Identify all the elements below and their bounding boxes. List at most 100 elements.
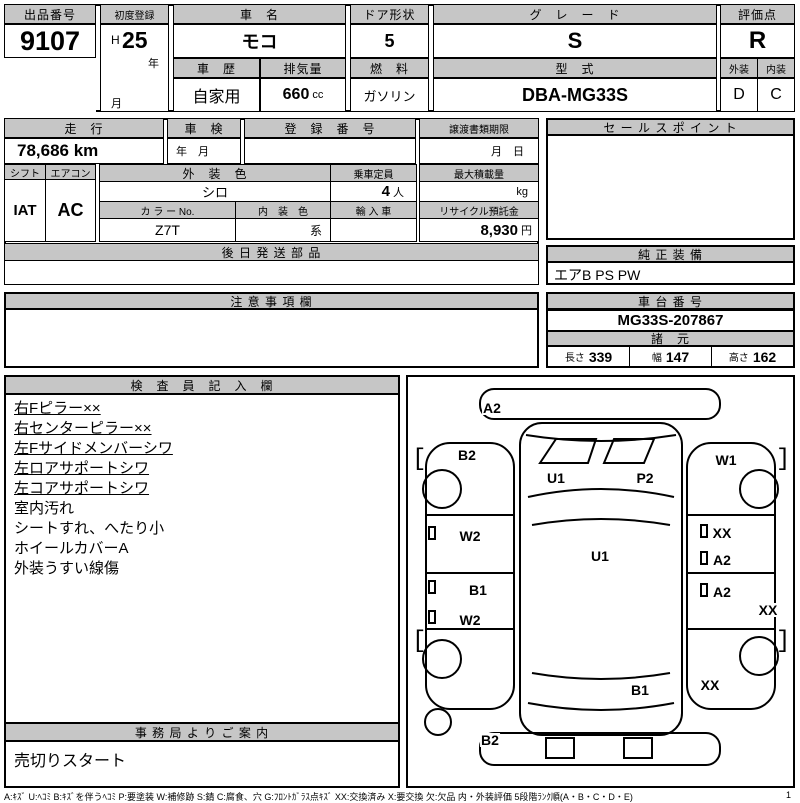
first-registration-label: 初度登録 [100, 4, 169, 24]
color-no-value: Z7T [99, 218, 236, 242]
rear-left-wheel [422, 639, 462, 679]
inspector-note: 室内汚れ [14, 500, 75, 517]
interior-score-value: C [757, 78, 795, 112]
first-reg-year-unit: 年 [148, 58, 159, 70]
damage-marker: P2 [635, 470, 655, 486]
grade-value: S [433, 24, 717, 58]
aircon-value: AC [45, 179, 96, 242]
chassis-no-label: 車 台 番 号 [546, 292, 795, 310]
damage-marker: B2 [457, 447, 477, 463]
model-value: DBA-MG33S [433, 78, 717, 112]
damage-marker: W2 [458, 528, 482, 544]
damage-marker: XX [699, 677, 721, 693]
damage-marker: A2 [712, 552, 732, 568]
inspector-note: 左ロアサポートシワ [14, 460, 150, 477]
windshield-right-pane [602, 438, 656, 464]
registration-label: 登 録 番 号 [244, 118, 416, 138]
inspector-note: シートすれ、へたり小 [14, 520, 165, 537]
spare-wheel [424, 708, 452, 736]
model-label: 型 式 [433, 58, 717, 78]
max-load-label: 最大積載量 [419, 164, 539, 182]
damage-marker: XX [757, 602, 779, 618]
later-parts-value [4, 260, 539, 285]
left-side-shape [425, 442, 515, 710]
equipment-box: 純 正 装 備 エアB PS PW [546, 245, 795, 285]
first-reg-era: H [111, 33, 120, 47]
first-reg-month-unit: 月 [111, 98, 122, 110]
caution-box: 注 意 事 項 欄 [4, 292, 539, 368]
auction-no-label: 出品番号 [4, 4, 96, 24]
mirror-bracket-top-right: ] [776, 446, 790, 473]
equipment-value: エアB PS PW [554, 267, 641, 283]
interior-color-label: 内 装 色 [235, 201, 331, 219]
spec-length: 長さ 339 [564, 348, 613, 365]
import-car-label: 輸 入 車 [330, 201, 417, 219]
inspector-note: 左コアサポートシワ [14, 480, 150, 497]
registration-value [244, 138, 416, 164]
office-label: 事 務 局 よ り ご 案 内 [4, 722, 400, 742]
damage-marker: B2 [480, 732, 500, 748]
mirror-bracket-bottom-left: [ [412, 628, 426, 655]
chassis-no-value: MG33S-207867 [546, 310, 795, 332]
front-bumper-shape [479, 388, 721, 420]
inspector-note: 右センターピラー×× [14, 420, 152, 437]
chassis-specs-box: 車 台 番 号 MG33S-207867 諸 元 長さ 339 幅 147 高さ… [546, 292, 795, 368]
score-value: R [720, 24, 795, 58]
displacement-label: 排気量 [260, 58, 346, 78]
rear-bumper-shape [479, 732, 721, 766]
inspection-value: 年 月 [167, 138, 241, 164]
inspection-label: 車 検 [167, 118, 241, 138]
interior-score-label: 内装 [757, 58, 795, 78]
spec-height: 高さ 162 [711, 347, 793, 366]
footer-page-number: 1 [785, 790, 791, 800]
exterior-score-label: 外装 [720, 58, 758, 78]
transfer-deadline-value: 月 日 [419, 138, 539, 164]
caution-label: 注 意 事 項 欄 [4, 292, 539, 310]
spec-width: 幅 147 [629, 347, 711, 366]
sales-point-label: セ ー ル ス ポ イ ン ト [546, 118, 795, 136]
car-name-label: 車 名 [173, 4, 346, 24]
door-shape-value: 5 [350, 24, 429, 58]
inspector-panel: 検 査 員 記 入 欄 右Fピラー××右センターピラー××左Fサイドメンバーシワ… [4, 375, 400, 788]
color-no-label: カ ラ ー No. [99, 201, 236, 219]
recycle-deposit-value: 8,930 円 [419, 218, 539, 242]
roof-rear-line [531, 672, 671, 680]
front-left-wheel [422, 469, 462, 509]
sales-point-box: セ ー ル ス ポ イ ン ト [546, 118, 795, 240]
max-load-value: kg [419, 181, 539, 202]
displacement-value: 660 cc [260, 78, 346, 112]
later-parts-label: 後 日 発 送 部 品 [4, 243, 539, 261]
fuel-label: 燃 料 [350, 58, 429, 78]
damage-marker: XX [711, 525, 733, 541]
windshield-left-pane [538, 438, 598, 464]
inspector-note: 外装うすい線傷 [14, 560, 120, 577]
front-right-wheel [739, 469, 779, 509]
exterior-color-value: シロ [99, 181, 331, 202]
exterior-color-label: 外 装 色 [99, 164, 331, 182]
transfer-deadline-label: 譲渡書類期限 [419, 118, 539, 138]
body-shape [519, 422, 683, 736]
auction-no-spacer [4, 58, 96, 112]
capacity-label: 乗車定員 [330, 164, 417, 182]
specs-row: 長さ 339 幅 147 高さ 162 [546, 346, 795, 368]
first-reg-year: 25 [122, 27, 148, 53]
interior-color-value: 系 [235, 218, 331, 242]
equipment-label: 純 正 装 備 [546, 245, 795, 263]
inspector-notes: 右Fピラー××右センターピラー××左Fサイドメンバーシワ左ロアサポートシワ左コア… [14, 399, 390, 579]
grade-label: グ レ ー ド [433, 4, 717, 24]
shift-label: シフト [4, 164, 46, 180]
mirror-bracket-bottom-right: ] [776, 628, 790, 655]
footer-legend: A:ｷｽﾞ U:ﾍｺﾐ B:ｷｽﾞを伴うﾍｺﾐ P:要塗装 W:補修跡 S:錆 … [4, 792, 633, 802]
inspector-note: 右Fピラー×× [14, 400, 101, 417]
rear-right-wheel [739, 636, 779, 676]
damage-marker: U1 [546, 470, 566, 486]
damage-marker: W1 [714, 452, 738, 468]
shift-value: IAT [4, 179, 46, 242]
hood-line [525, 434, 677, 442]
history-value: 自家用 [173, 78, 260, 112]
exterior-score-value: D [720, 78, 758, 112]
office-value: 売切りスタート [14, 753, 127, 770]
